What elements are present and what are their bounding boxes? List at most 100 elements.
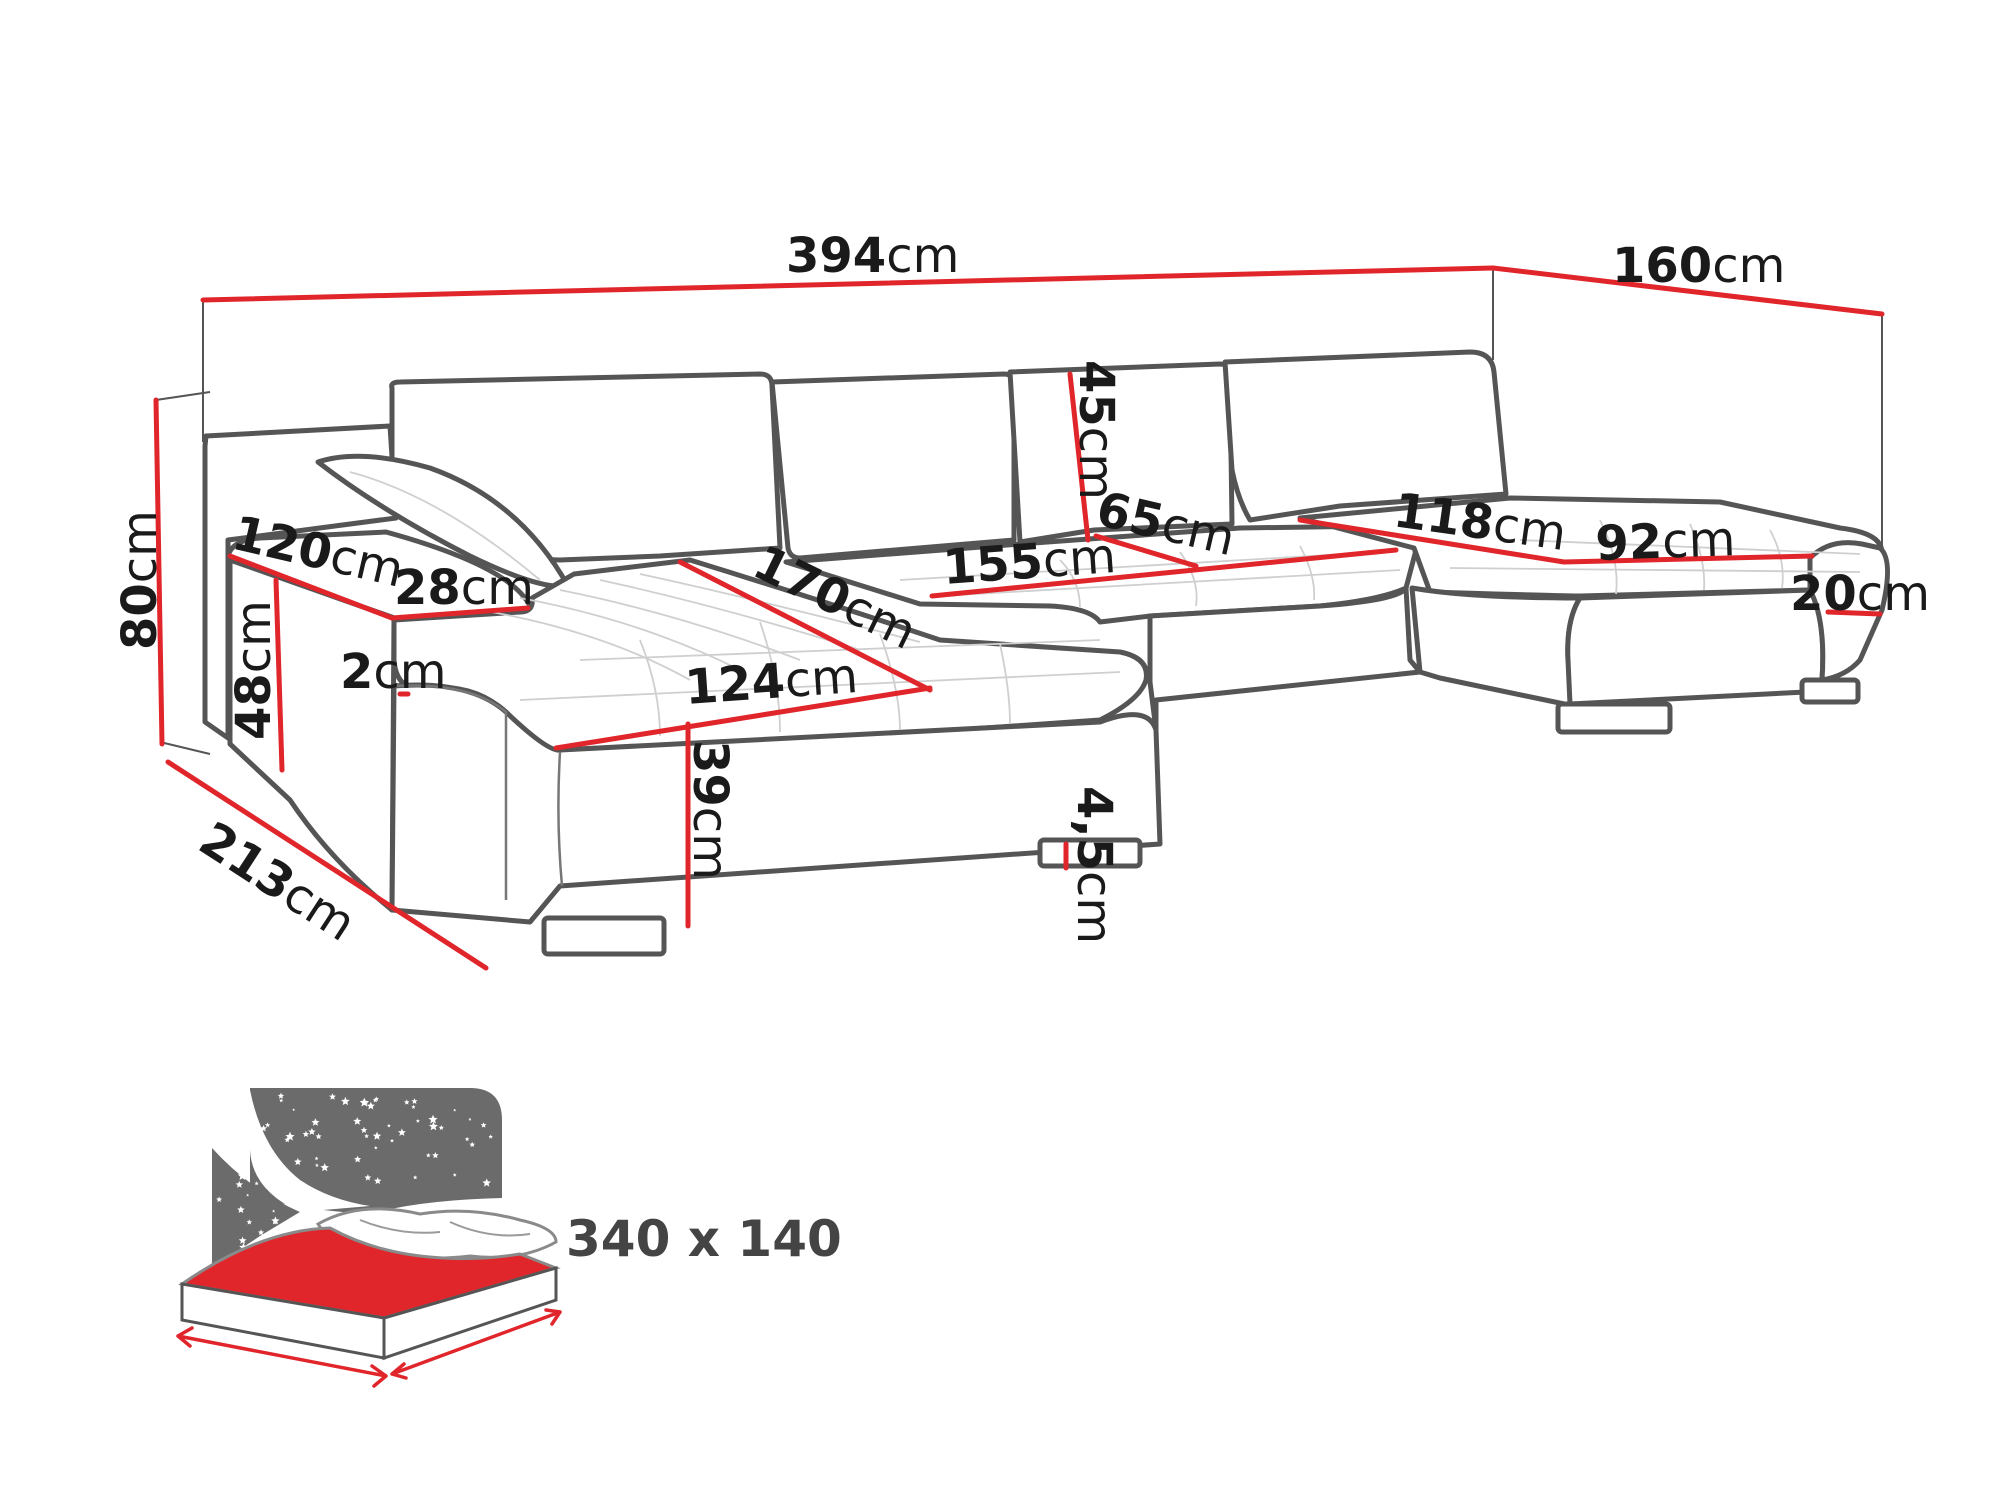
star xyxy=(397,1128,406,1136)
leg-front-left xyxy=(541,915,667,957)
label-armrest-height: 48cm xyxy=(226,600,282,740)
star xyxy=(374,1145,378,1150)
star xyxy=(315,1133,322,1140)
star xyxy=(254,1181,259,1186)
star xyxy=(426,1152,431,1158)
star xyxy=(277,1092,285,1099)
back-cushion-2 xyxy=(769,371,1017,561)
star xyxy=(354,1155,362,1163)
label-armrest-width: 28cm xyxy=(394,560,534,616)
star xyxy=(260,1125,267,1132)
star xyxy=(320,1163,329,1172)
star xyxy=(464,1136,470,1142)
star xyxy=(284,1136,291,1143)
star xyxy=(302,1130,310,1137)
sleeping-area-label: 340 x 140 xyxy=(566,1210,842,1268)
star xyxy=(372,1131,382,1140)
stars-icon xyxy=(216,1092,493,1252)
leg-right-front xyxy=(1555,701,1673,735)
star xyxy=(415,1118,420,1123)
star xyxy=(482,1178,491,1187)
bed-night-icon: 340 x 140 xyxy=(176,1088,842,1388)
star xyxy=(314,1156,319,1161)
dim-line-120 xyxy=(227,553,395,621)
star xyxy=(480,1122,487,1128)
star xyxy=(235,1180,243,1188)
star xyxy=(413,1175,418,1180)
star xyxy=(257,1229,265,1236)
star xyxy=(273,1220,278,1225)
label-leg-height: 4,5cm xyxy=(1066,786,1122,944)
star xyxy=(341,1096,350,1106)
night-sky-panel xyxy=(250,1088,502,1214)
right-chaise-base xyxy=(1409,585,1583,709)
seat-quilting xyxy=(479,519,1861,737)
back-cushion-4 xyxy=(1222,349,1509,523)
star xyxy=(366,1101,375,1110)
star xyxy=(238,1236,247,1244)
star xyxy=(237,1205,245,1213)
star xyxy=(265,1122,271,1128)
star xyxy=(272,1209,276,1213)
star xyxy=(453,1108,457,1112)
star xyxy=(276,1174,284,1182)
dim-line-394 xyxy=(200,265,1496,303)
dim-line-124 xyxy=(553,685,933,751)
star xyxy=(292,1108,296,1111)
star xyxy=(353,1117,362,1125)
star xyxy=(315,1163,319,1167)
star xyxy=(329,1093,336,1100)
dim-line-170 xyxy=(677,559,933,693)
star xyxy=(469,1141,475,1148)
star xyxy=(468,1117,472,1121)
length-arrow xyxy=(390,1308,562,1380)
star xyxy=(216,1196,223,1203)
star xyxy=(294,1157,302,1166)
star xyxy=(286,1176,294,1184)
star xyxy=(278,1180,283,1185)
star xyxy=(387,1123,391,1128)
label-armrest-gap: 2cm xyxy=(340,644,447,700)
mattress-top xyxy=(178,1226,561,1320)
label-middle-seat-width: 155cm xyxy=(941,528,1118,596)
dim-line-160 xyxy=(1490,265,1885,317)
label-back-height: 45cm xyxy=(1068,360,1124,500)
star xyxy=(311,1118,320,1126)
star xyxy=(411,1098,418,1104)
dim-line-213 xyxy=(165,759,489,971)
dim-line-80 xyxy=(153,397,165,747)
star xyxy=(372,1097,378,1103)
night-sky-panel-left xyxy=(212,1148,300,1268)
star xyxy=(452,1172,457,1177)
leg-right-back xyxy=(1799,677,1861,705)
label-total-width: 394cm xyxy=(786,228,959,284)
star xyxy=(246,1219,252,1225)
star xyxy=(271,1216,280,1225)
star xyxy=(390,1138,394,1143)
star xyxy=(404,1099,410,1105)
right-chaise-front xyxy=(1565,587,1826,707)
label-right-arm-width: 20cm xyxy=(1790,566,1930,622)
label-height: 80cm xyxy=(112,510,168,650)
star xyxy=(279,1098,284,1103)
label-left-seat-width: 124cm xyxy=(683,648,860,716)
star xyxy=(428,1114,438,1124)
star xyxy=(360,1126,368,1133)
star xyxy=(374,1177,382,1185)
label-right-chaise-width: 92cm xyxy=(1594,511,1736,572)
middle-base xyxy=(1147,585,1423,733)
star xyxy=(411,1104,416,1109)
sofa-illustration xyxy=(202,349,1891,957)
reference-lines xyxy=(155,270,1883,755)
moon-icon xyxy=(250,1090,370,1212)
star xyxy=(246,1193,250,1197)
label-right-depth: 160cm xyxy=(1612,238,1785,294)
label-seat-height: 39cm xyxy=(682,740,738,880)
dim-line-20 xyxy=(1825,609,1883,617)
star xyxy=(364,1133,369,1139)
star xyxy=(359,1097,370,1107)
star xyxy=(308,1127,316,1135)
label-right-chaise-length: 118cm xyxy=(1390,482,1569,562)
dimension-labels: 394cm 160cm 80cm 213cm 45cm 65cm 120cm 2… xyxy=(112,228,1930,952)
